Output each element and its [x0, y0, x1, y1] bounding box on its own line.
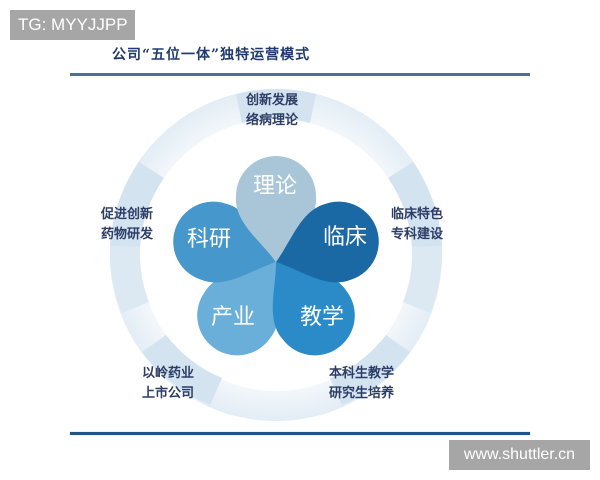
ring-label-research: 促进创新 药物研发: [101, 205, 153, 245]
ring-label-line: 创新发展: [246, 93, 299, 108]
ring-label-industry: 以岭药业 上市公司: [142, 364, 194, 404]
ring-label-theory: 创新发展 络病理论: [246, 91, 298, 131]
ring-label-teaching: 本科生教学 研究生培养: [329, 364, 394, 404]
bottom-rule: [70, 432, 530, 435]
watermark-bottom: www.shuttler.cn: [449, 440, 590, 470]
ring-label-line: 上市公司: [142, 386, 195, 401]
watermark-top: TG: MYYJJPP: [10, 10, 135, 40]
ring-label-line: 以岭药业: [142, 366, 195, 381]
ring-label-clinical: 临床特色 专科建设: [391, 205, 443, 245]
outer-ring: [109, 89, 443, 421]
figure-title: 公司“五位一体”独特运营模式: [112, 47, 311, 63]
ring-label-line: 本科生教学: [329, 366, 395, 381]
petal-theory-label: 理论: [252, 174, 298, 199]
ring-label-line: 药物研发: [101, 227, 154, 242]
petal-clinical-label: 临床: [322, 225, 368, 250]
ring-label-line: 促进创新: [101, 207, 154, 222]
ring-label-line: 专科建设: [391, 227, 444, 242]
ring-label-line: 研究生培养: [329, 386, 395, 401]
petal-research-label: 科研: [186, 227, 232, 252]
petal-industry-label: 产业: [210, 305, 256, 330]
petals: [173, 156, 379, 356]
top-rule: [70, 73, 530, 76]
ring-label-line: 临床特色: [391, 207, 444, 222]
ring-label-line: 络病理论: [246, 113, 299, 128]
petal-teaching-label: 教学: [299, 305, 345, 330]
